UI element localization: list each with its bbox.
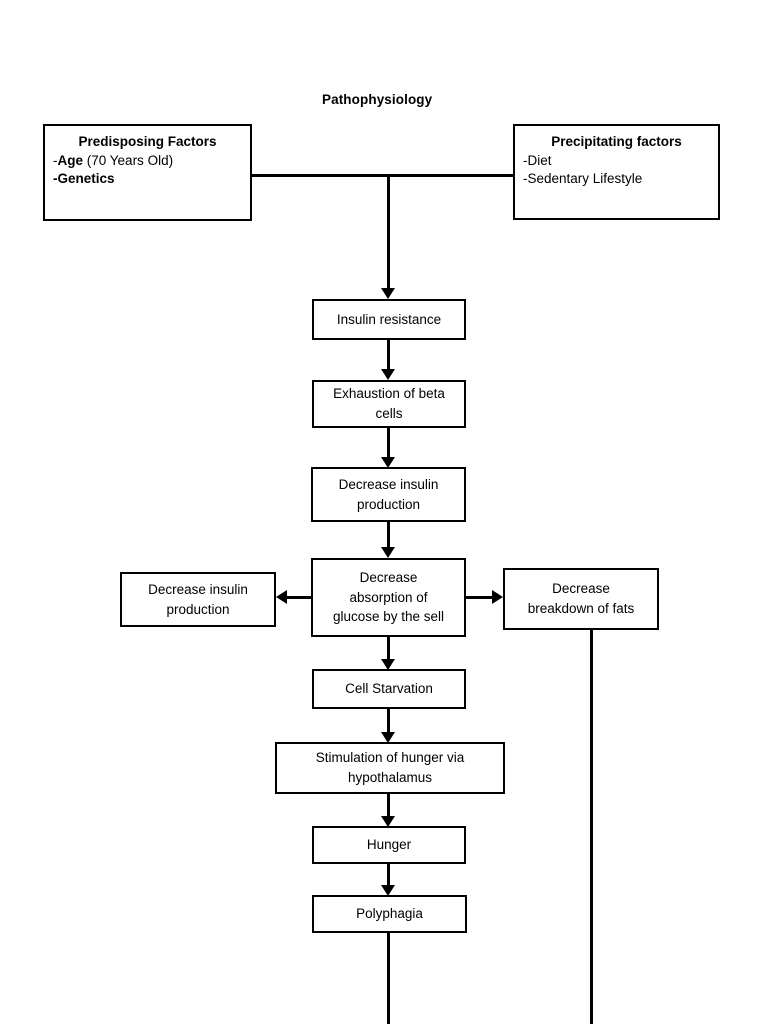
- edge-hunger-to-polyphagia-arrowhead: [381, 885, 395, 896]
- edge-cell-starvation-to-stimulation-arrowhead: [381, 732, 395, 743]
- edge-absorption-to-right-box-arrowhead: [492, 590, 503, 604]
- predisposing-factors-item-age: -Age (70 Years Old): [53, 153, 174, 169]
- node-hunger[interactable]: Hunger: [312, 826, 466, 864]
- node-polyphagia[interactable]: Polyphagia: [312, 895, 467, 933]
- edge-stimulation-to-hunger-arrowhead: [381, 816, 395, 827]
- edge-insulin-resistance-to-exhaustion-line: [387, 340, 390, 369]
- node-polyphagia-label: Polyphagia: [356, 906, 423, 922]
- node-cell-starvation[interactable]: Cell Starvation: [312, 669, 466, 709]
- node-decrease-insulin-production-label: Decrease insulin production: [338, 476, 439, 512]
- edge-stimulation-to-hunger-line: [387, 794, 390, 816]
- edge-absorption-to-left-box-arrowhead: [276, 590, 287, 604]
- node-cell-starvation-label: Cell Starvation: [345, 681, 433, 697]
- edge-absorption-to-cell-starvation-arrowhead: [381, 659, 395, 670]
- node-stimulation-of-hunger-label: Stimulation of hunger via hypothalamus: [315, 750, 465, 785]
- node-decrease-breakdown-of-fats-label: Decrease breakdown of fats: [527, 581, 635, 616]
- edge-cell-starvation-to-stimulation-line: [387, 709, 390, 732]
- node-insulin-resistance[interactable]: Insulin resistance: [312, 299, 466, 340]
- node-decrease-insulin-production[interactable]: Decrease insulin production: [311, 467, 466, 522]
- edge-decrease-insulin-to-absorption-line: [387, 522, 390, 547]
- node-precipitating-factors[interactable]: Precipitating factors -Diet -Sedentary L…: [513, 124, 720, 220]
- edge-factors-to-insulin-resistance-arrowhead: [381, 288, 395, 299]
- node-decrease-breakdown-of-fats[interactable]: Decrease breakdown of fats: [503, 568, 659, 630]
- edge-absorption-to-right-box-line: [466, 596, 492, 599]
- node-stimulation-of-hunger[interactable]: Stimulation of hunger via hypothalamus: [275, 742, 505, 794]
- genetics-bold-text: -Genetics: [53, 171, 115, 187]
- node-exhaustion-of-beta-cells-label: Exhaustion of beta cells: [333, 386, 445, 421]
- node-insulin-resistance-label: Insulin resistance: [336, 311, 442, 327]
- edge-absorption-to-cell-starvation-line: [387, 637, 390, 659]
- edge-exhaustion-to-decrease-insulin-line: [387, 428, 390, 457]
- precipitating-factors-item-diet: -Diet: [523, 153, 552, 169]
- edge-polyphagia-to-offpage-line: [387, 933, 390, 1024]
- edge-insulin-resistance-to-exhaustion-arrowhead: [381, 369, 395, 380]
- node-exhaustion-of-beta-cells[interactable]: Exhaustion of beta cells: [312, 380, 466, 428]
- age-bold-text: Age: [57, 153, 84, 169]
- node-hunger-label: Hunger: [366, 837, 412, 853]
- predisposing-factors-heading: Predisposing Factors: [78, 134, 217, 149]
- edge-factors-to-insulin-resistance-line: [387, 174, 390, 288]
- edge-absorption-to-left-box-line: [287, 596, 311, 599]
- predisposing-factors-item-genetics: -Genetics: [53, 170, 242, 188]
- node-decrease-insulin-production-left[interactable]: Decrease insulin production: [120, 572, 276, 627]
- edge-factors-horizontal-connector: [252, 174, 514, 177]
- edge-exhaustion-to-decrease-insulin-arrowhead: [381, 457, 395, 468]
- edge-breakdown-of-fats-to-offpage-line: [590, 630, 593, 1024]
- node-decrease-insulin-production-left-label: Decrease insulin production: [148, 581, 248, 617]
- node-decrease-absorption-of-glucose-label: Decrease absorption of glucose by the se…: [332, 570, 445, 625]
- node-predisposing-factors[interactable]: Predisposing Factors -Age (70 Years Old)…: [43, 124, 252, 221]
- precipitating-factors-heading: Precipitating factors: [551, 134, 682, 149]
- edge-decrease-insulin-to-absorption-arrowhead: [381, 547, 395, 558]
- edge-hunger-to-polyphagia-line: [387, 864, 390, 885]
- node-decrease-absorption-of-glucose[interactable]: Decrease absorption of glucose by the se…: [311, 558, 466, 637]
- age-detail-text: (70 Years Old): [83, 153, 174, 169]
- page-title: Pathophysiology: [322, 92, 433, 107]
- precipitating-factors-item-sedentary-lifestyle: -Sedentary Lifestyle: [523, 171, 643, 187]
